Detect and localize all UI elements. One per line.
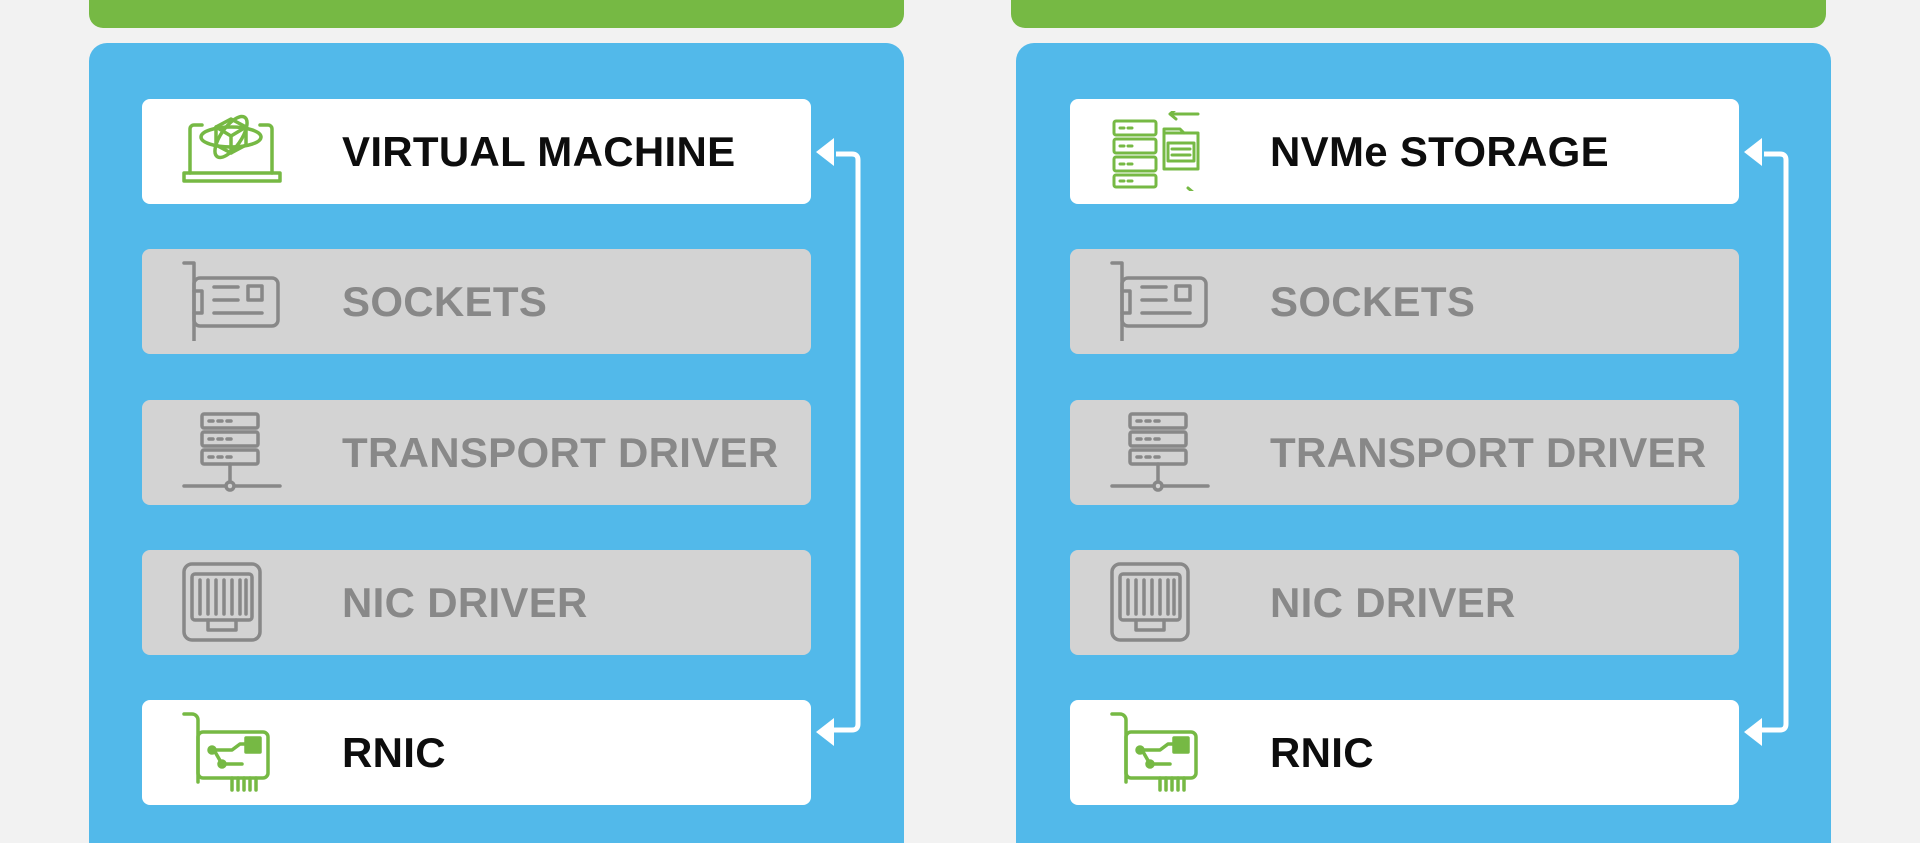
rnic-card-icon — [182, 712, 282, 792]
server-rack-icon — [182, 412, 282, 492]
rnic-layer: RNIC — [142, 700, 811, 805]
rnic-card-icon — [1110, 712, 1210, 792]
sockets-layer-label: SOCKETS — [1270, 277, 1476, 325]
right-return-arrow — [1744, 138, 1789, 746]
nic-driver-layer: NIC DRIVER — [142, 550, 811, 655]
transport-driver-layer: TRANSPORT DRIVER — [142, 400, 811, 505]
sockets-layer: SOCKETS — [142, 249, 811, 354]
virtual-machine-icon — [182, 111, 282, 191]
sockets-layer: SOCKETS — [1070, 249, 1739, 354]
network-card-icon — [1110, 261, 1210, 351]
left-top-bar — [89, 0, 904, 28]
transport-driver-layer-label: TRANSPORT DRIVER — [1270, 428, 1707, 476]
rnic-layer-label: RNIC — [1270, 728, 1374, 776]
rnic-layer-label: RNIC — [342, 728, 446, 776]
right-top-bar — [1011, 0, 1826, 28]
nic-driver-layer-label: NIC DRIVER — [1270, 578, 1516, 626]
vm-layer: VIRTUAL MACHINE — [142, 99, 811, 204]
memory-chip-icon — [182, 562, 282, 642]
server-rack-icon — [1110, 412, 1210, 492]
left-return-arrow — [816, 138, 861, 746]
sockets-layer-label: SOCKETS — [342, 277, 548, 325]
transport-driver-layer-label: TRANSPORT DRIVER — [342, 428, 779, 476]
nvme-storage-icon — [1110, 107, 1210, 200]
network-card-icon — [182, 261, 282, 351]
vm-layer-label: VIRTUAL MACHINE — [342, 127, 736, 175]
memory-chip-icon — [1110, 562, 1210, 642]
rnic-layer: RNIC — [1070, 700, 1739, 805]
nvme-layer: NVMe STORAGE — [1070, 99, 1739, 204]
transport-driver-layer: TRANSPORT DRIVER — [1070, 400, 1739, 505]
nvme-layer-label: NVMe STORAGE — [1270, 127, 1609, 175]
nic-driver-layer: NIC DRIVER — [1070, 550, 1739, 655]
nic-driver-layer-label: NIC DRIVER — [342, 578, 588, 626]
